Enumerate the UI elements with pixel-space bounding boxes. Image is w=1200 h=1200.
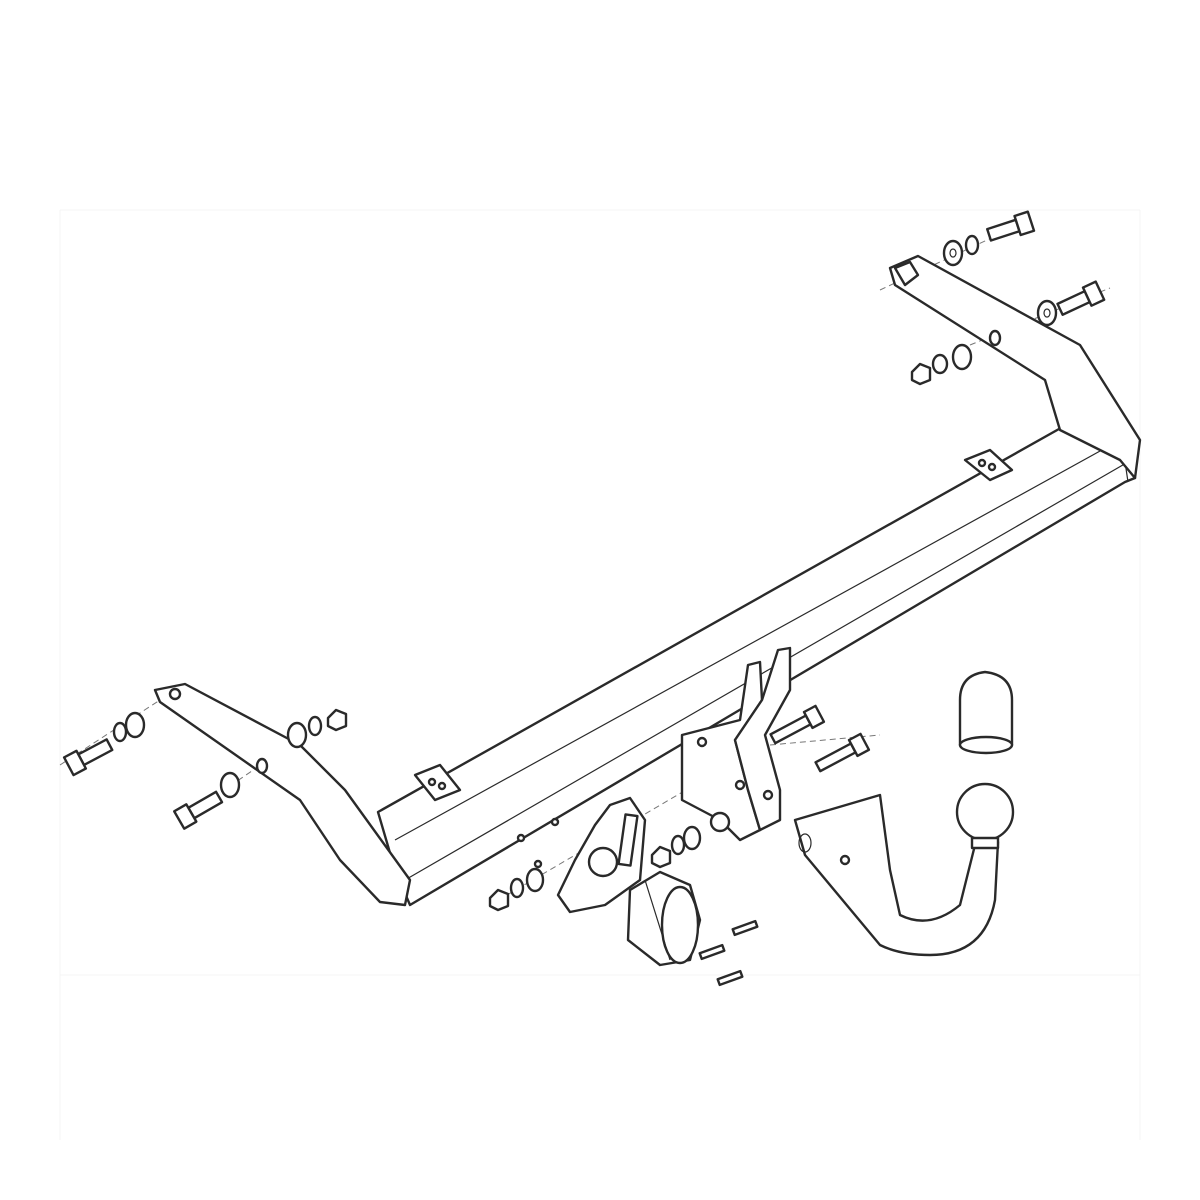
- ball-cap: [958, 670, 1014, 755]
- background-grid: [59, 209, 1141, 1140]
- electrical-socket: [626, 870, 702, 967]
- left-mounting-bracket: [153, 682, 412, 907]
- right-mounting-bracket: [888, 254, 1142, 480]
- center-hanger-brackets: [680, 646, 792, 842]
- socket-plate: [556, 796, 647, 914]
- ball-neck: [793, 782, 1015, 957]
- bolts: [62, 210, 1106, 987]
- beam-clips: [413, 448, 1014, 802]
- washers-and-nuts: [112, 234, 1058, 912]
